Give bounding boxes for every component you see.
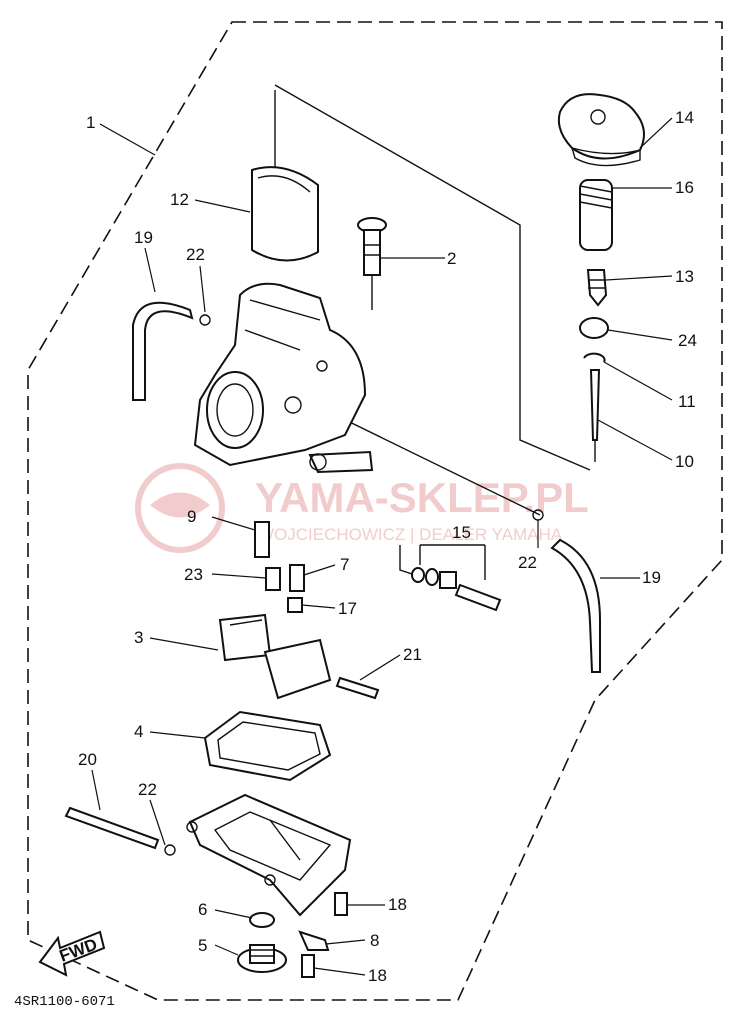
- clip-17: [287, 597, 303, 613]
- callout-20: 20: [78, 750, 97, 769]
- screw-18-b: [301, 954, 315, 978]
- pin-21: [335, 676, 380, 700]
- washer-6: [249, 912, 275, 928]
- fwd-label: FWD: [57, 935, 100, 966]
- callout-2: 2: [447, 249, 456, 268]
- watermark-subtitle: WOJCIECHOWICZ | DEALER YAMAHA: [258, 525, 563, 544]
- cap-14: [557, 93, 645, 167]
- callout-19a: 19: [134, 228, 153, 247]
- screw-set-15: [411, 544, 502, 612]
- clip-22-a: [199, 314, 211, 326]
- clip-11: [583, 352, 606, 363]
- callout-9: 9: [187, 507, 196, 526]
- jet-9: [254, 521, 270, 558]
- drawing-code: 4SR1100-6071: [14, 994, 115, 1010]
- clip-22-c: [164, 844, 176, 856]
- callout-4: 4: [134, 722, 143, 741]
- hose-19-left: [132, 301, 194, 401]
- clamp-8: [298, 930, 330, 951]
- callout-22a: 22: [186, 245, 205, 264]
- callout-21: 21: [403, 645, 422, 664]
- hose-19-right: [550, 538, 601, 673]
- callout-7: 7: [340, 555, 349, 574]
- washer-24: [579, 317, 609, 339]
- callout-6: 6: [198, 900, 207, 919]
- callouts: 1 2 3 4 5 6 7 8 9 10 11 12 13 14 15 16 1…: [78, 108, 697, 985]
- screw-18-a: [334, 892, 348, 916]
- callout-19b: 19: [642, 568, 661, 587]
- callout-23: 23: [184, 565, 203, 584]
- callout-22c: 22: [138, 780, 157, 799]
- needle-valve-7: [289, 564, 305, 592]
- leader-lines: [91, 117, 673, 976]
- needle-guide-line: [274, 84, 591, 471]
- carburetor-body: [193, 282, 374, 474]
- callout-12: 12: [170, 190, 189, 209]
- callout-14: 14: [675, 108, 694, 127]
- callout-16: 16: [675, 178, 694, 197]
- callout-3: 3: [134, 628, 143, 647]
- assembly-boundary: [27, 21, 723, 1001]
- gasket-4: [203, 710, 332, 782]
- spring-16: [579, 179, 613, 251]
- callout-22b: 22: [518, 553, 537, 572]
- callout-13: 13: [675, 267, 694, 286]
- watermark: YAMA-SKLEP.PL WOJCIECHOWICZ | DEALER YAM…: [135, 463, 589, 553]
- callout-15: 15: [452, 523, 471, 542]
- throttle-valve-12: [251, 166, 319, 262]
- callout-18a: 18: [388, 895, 407, 914]
- hose-20: [64, 806, 160, 850]
- callout-11: 11: [678, 392, 696, 411]
- callout-8: 8: [370, 931, 379, 950]
- callout-18b: 18: [368, 966, 387, 985]
- drain-plug-5: [237, 944, 287, 973]
- fwd-arrow-icon: FWD: [38, 930, 106, 977]
- callout-1: 1: [86, 113, 95, 132]
- screw-2: [357, 217, 387, 310]
- callout-24: 24: [678, 331, 697, 350]
- callout-5: 5: [198, 936, 207, 955]
- jet-guide-line: [324, 409, 541, 576]
- float-bowl: [186, 793, 352, 917]
- watermark-logo-icon: [135, 463, 225, 553]
- callout-17: 17: [338, 599, 357, 618]
- callout-10: 10: [675, 452, 694, 471]
- jet-23: [265, 567, 281, 591]
- needle-10: [589, 369, 601, 462]
- float-3: [218, 613, 332, 700]
- holder-13: [586, 269, 608, 307]
